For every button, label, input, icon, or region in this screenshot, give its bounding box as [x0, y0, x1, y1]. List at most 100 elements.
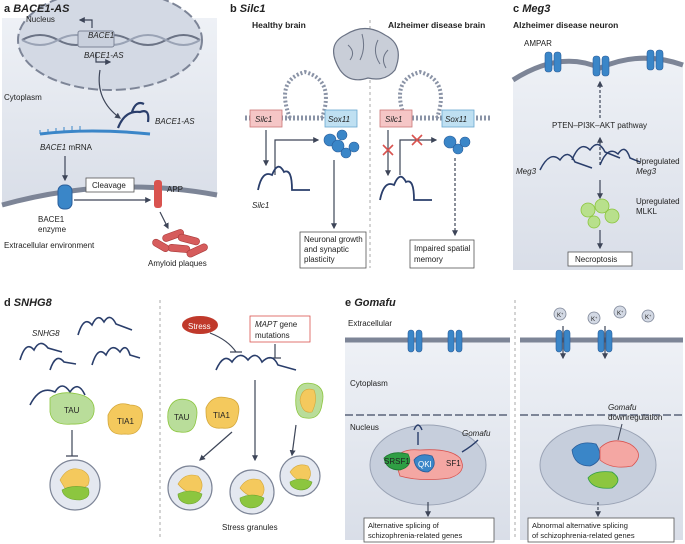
outcome-left-1: Neuronal growth [304, 235, 363, 244]
svg-text:a BACE1-AS: a BACE1-AS [4, 3, 70, 15]
tia1-free [205, 396, 240, 429]
mapt-box [249, 315, 311, 343]
nucleus-e-label: Nucleus [350, 423, 379, 432]
necroptosis-box [567, 251, 633, 267]
qki-protein [413, 454, 435, 473]
outcome-box-right [409, 239, 475, 269]
healthy-label: Healthy brain [252, 20, 306, 30]
panel-a-letter: a [4, 3, 11, 15]
srsf1-free [587, 471, 619, 489]
gomafu-down-1: Gomafu [608, 403, 637, 412]
cleavage-box [85, 177, 135, 193]
tia1-label: TIA1 [117, 417, 134, 426]
panel-b-letter: b [230, 3, 237, 15]
silc1-rna-right [379, 175, 432, 201]
gomafu-label: Gomafu [462, 429, 491, 438]
app-label: APP [167, 185, 183, 194]
plaques-label: Amyloid plaques [148, 259, 207, 268]
extracellular-label: Extracellular environment [4, 241, 95, 250]
cytoplasm-label: Cytoplasm [4, 93, 42, 102]
stress-granules-label: Stress granules [222, 523, 278, 532]
k-ion-label-2: K [591, 317, 595, 323]
bace1-mrna [39, 129, 151, 136]
bace1-mrna-label: BACE1 mRNA [40, 143, 93, 152]
sf1-free [599, 440, 639, 468]
outcome-box-left [299, 231, 367, 269]
panel-c: c Meg3 Alzheimer disease neuron AMPAR PT… [511, 3, 684, 270]
enzyme-label-1: BACE1 [38, 215, 65, 224]
svg-text:d SNHG8: d SNHG8 [4, 297, 53, 309]
gomafu-callout [617, 423, 623, 441]
panel-e-letter: e [345, 297, 351, 309]
extracellular-e-label: Extracellular [348, 319, 392, 328]
panel-a: a BACE1-AS Nucleus BACE1 BACE1-AS Cytopl… [1, 0, 218, 270]
necroptosis-label: Necroptosis [575, 255, 617, 264]
snhg8-reduced-rna [215, 354, 297, 371]
sox11-gene-left-label: Sox11 [328, 115, 350, 124]
granule-arrow-right [289, 424, 297, 457]
b-dna-loop-right [398, 69, 443, 119]
sox11-protein-right [443, 135, 471, 155]
bace1-gene-box [77, 30, 115, 48]
meg3-rnas [539, 143, 641, 171]
outcome-left-3: plasticity [304, 255, 335, 264]
cytoplasm-e-label: Cytoplasm [350, 379, 388, 388]
b-dna-loop-left [283, 69, 328, 119]
splicing-left-1: Alternative splicing of [368, 521, 440, 530]
silc1-activation-arrow [274, 137, 320, 175]
panel-e-title: Gomafu [354, 297, 396, 309]
k-ion-label-4: K [645, 315, 649, 321]
silc1-gene-right [379, 109, 413, 128]
amyloid-plaques [152, 229, 208, 258]
srsf1-protein [383, 452, 411, 471]
tau-free [167, 398, 198, 433]
svg-text:c Meg3: c Meg3 [513, 3, 550, 15]
splicing-left-2: schizophrenia-related genes [368, 531, 462, 540]
inhibition-arrow [66, 430, 78, 457]
up-meg3-1: Upregulated [636, 157, 680, 166]
stress-label: Stress [188, 322, 211, 331]
ampar-receptors [544, 49, 664, 77]
outcome-right-1: Impaired spatial [414, 244, 471, 253]
sf1-label: SF1 [446, 459, 461, 468]
k-ions [553, 305, 655, 325]
silc1-reduced-activation-arrow [399, 137, 438, 175]
silc1-gene-left-label: Silc1 [255, 115, 272, 124]
outcome-left-2: and synaptic [304, 245, 349, 254]
tau-protein [49, 392, 95, 425]
app-protein [154, 180, 162, 208]
snhg8-rnas [19, 316, 141, 371]
mapt-line-1: MAPT gene [255, 320, 298, 329]
up-mlkl-1: Upregulated [636, 197, 680, 206]
stress-inhibition [209, 332, 242, 353]
panel-a-title: BACE1-AS [13, 3, 70, 15]
snhg8-bound-rna [29, 385, 86, 406]
splicing-right-1: Abnormal alternative splicing [532, 521, 628, 530]
panel-d-letter: d [4, 297, 11, 309]
bace1-enzyme [57, 184, 73, 210]
outcome-right-2: memory [414, 255, 443, 264]
panel-c-title: Meg3 [522, 3, 550, 15]
splicing-box-right [527, 517, 675, 543]
silc1-rna-left [257, 165, 310, 191]
antisense-arrow [95, 52, 112, 65]
alzheimer-label: Alzheimer disease brain [388, 20, 485, 30]
cleavage-label: Cleavage [92, 181, 126, 190]
mlkl-proteins [580, 198, 620, 229]
sox11-protein-left [323, 129, 360, 159]
block-x-right [411, 134, 423, 146]
svg-text:b Silc1: b Silc1 [230, 3, 265, 15]
pathway-label: PTEN–PI3K–AKT pathway [552, 121, 647, 130]
k-ion-label-3: K [617, 311, 621, 317]
sense-arrow [78, 17, 93, 28]
qki-label: QKI [418, 460, 432, 469]
up-mlkl-2: MLKL [636, 207, 657, 216]
splicing-box-left [363, 517, 495, 543]
k-channels [407, 329, 613, 353]
bace1-as-rna-label: BACE1-AS [155, 117, 195, 126]
granule-arrow-left [199, 431, 233, 461]
gomafu-down-2: downregulation [608, 413, 662, 422]
tia1-free-label: TIA1 [213, 411, 230, 420]
panel-c-letter: c [513, 3, 519, 15]
